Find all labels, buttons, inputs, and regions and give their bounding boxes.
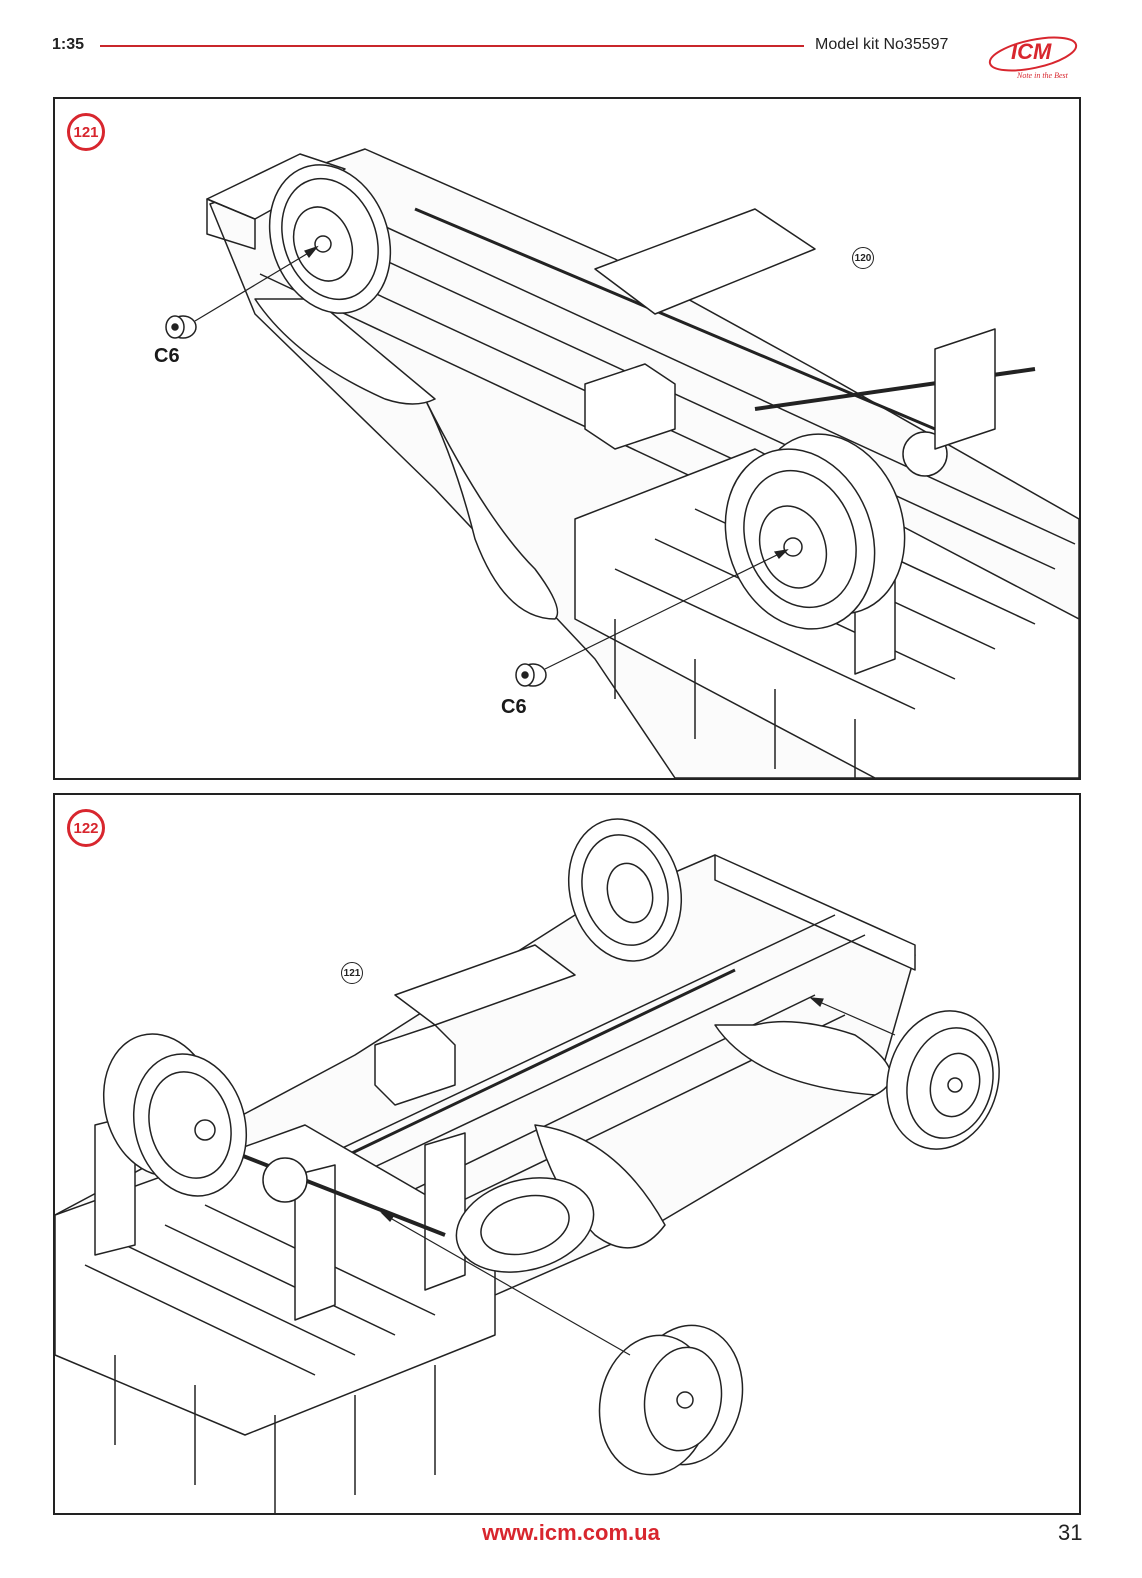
mounted-rear-wheel — [102, 1033, 248, 1197]
page-number: 31 — [1058, 1520, 1083, 1545]
scale-label: 1:35 — [52, 36, 85, 53]
rear-dual-wheel — [724, 433, 906, 630]
mounted-front-wheel — [567, 818, 683, 962]
svg-text:ICM: ICM — [1011, 39, 1052, 64]
part-label-c6: C6 — [501, 696, 527, 718]
icm-logo: ICM Note in the Best — [985, 28, 1085, 84]
spare-wheel — [455, 1177, 595, 1273]
loose-front-wheel — [886, 1010, 1000, 1150]
page-header: 1:35 Model kit No35597 ICM Note in the B… — [0, 28, 1142, 88]
part-label-c6: C6 — [154, 345, 180, 367]
reference-step-badge: 120 — [852, 247, 874, 269]
loose-rear-wheel — [598, 1324, 744, 1476]
front-wheel — [268, 164, 392, 314]
step-number-badge: 122 — [67, 809, 105, 847]
chassis-wheel-assembly-drawing — [55, 818, 1000, 1513]
step-121-panel: 121 120 C6 C6 — [53, 97, 1081, 780]
kit-number: Model kit No35597 — [815, 36, 949, 53]
step-122-panel: 122 121 — [53, 793, 1081, 1515]
svg-text:Note in the Best: Note in the Best — [1016, 71, 1069, 80]
step-number-badge: 121 — [67, 113, 105, 151]
chassis-assembly-drawing — [165, 148, 1079, 778]
website-url[interactable]: www.icm.com.ua — [482, 1520, 660, 1545]
reference-step-badge: 121 — [341, 962, 363, 984]
header-rule — [100, 45, 804, 47]
